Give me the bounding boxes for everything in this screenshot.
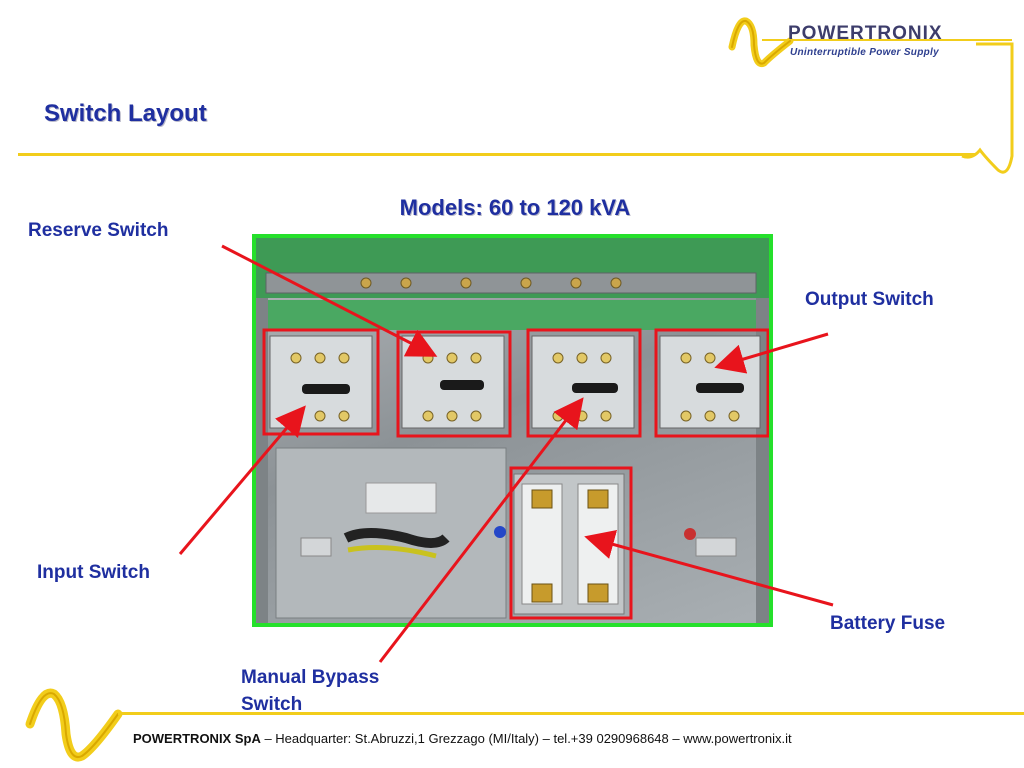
switch-cabinet-photo — [252, 234, 773, 627]
footer-divider — [118, 712, 1024, 715]
logo-wave-icon — [728, 17, 794, 68]
label-output-switch: Output Switch — [805, 289, 934, 310]
label-manual-bypass-switch: Manual Bypass Switch — [241, 667, 380, 715]
footer-company: POWERTRONIX SpA — [133, 731, 261, 746]
label-reserve-switch: Reserve Switch — [28, 220, 169, 241]
header-wave-decoration — [762, 39, 1014, 174]
footer-contact: POWERTRONIX SpA – Headquarter: St.Abruzz… — [133, 731, 792, 746]
footer-wave-logo-icon — [25, 688, 123, 762]
models-heading: Models: 60 to 120 kVA — [399, 195, 631, 220]
logo-tagline: Uninterruptible Power Supply — [790, 47, 939, 58]
cabinet-illustration — [256, 238, 769, 623]
footer-details: – Headquarter: St.Abruzzi,1 Grezzago (MI… — [260, 731, 792, 746]
logo-name: POWERTRONIX — [788, 23, 943, 44]
powertronix-logo: POWERTRONIX Uninterruptible Power Supply — [728, 15, 964, 73]
page-title: Switch Layout — [44, 100, 207, 127]
label-battery-fuse: Battery Fuse — [830, 613, 946, 634]
header-divider — [18, 153, 976, 156]
label-input-switch: Input Switch — [37, 562, 150, 583]
